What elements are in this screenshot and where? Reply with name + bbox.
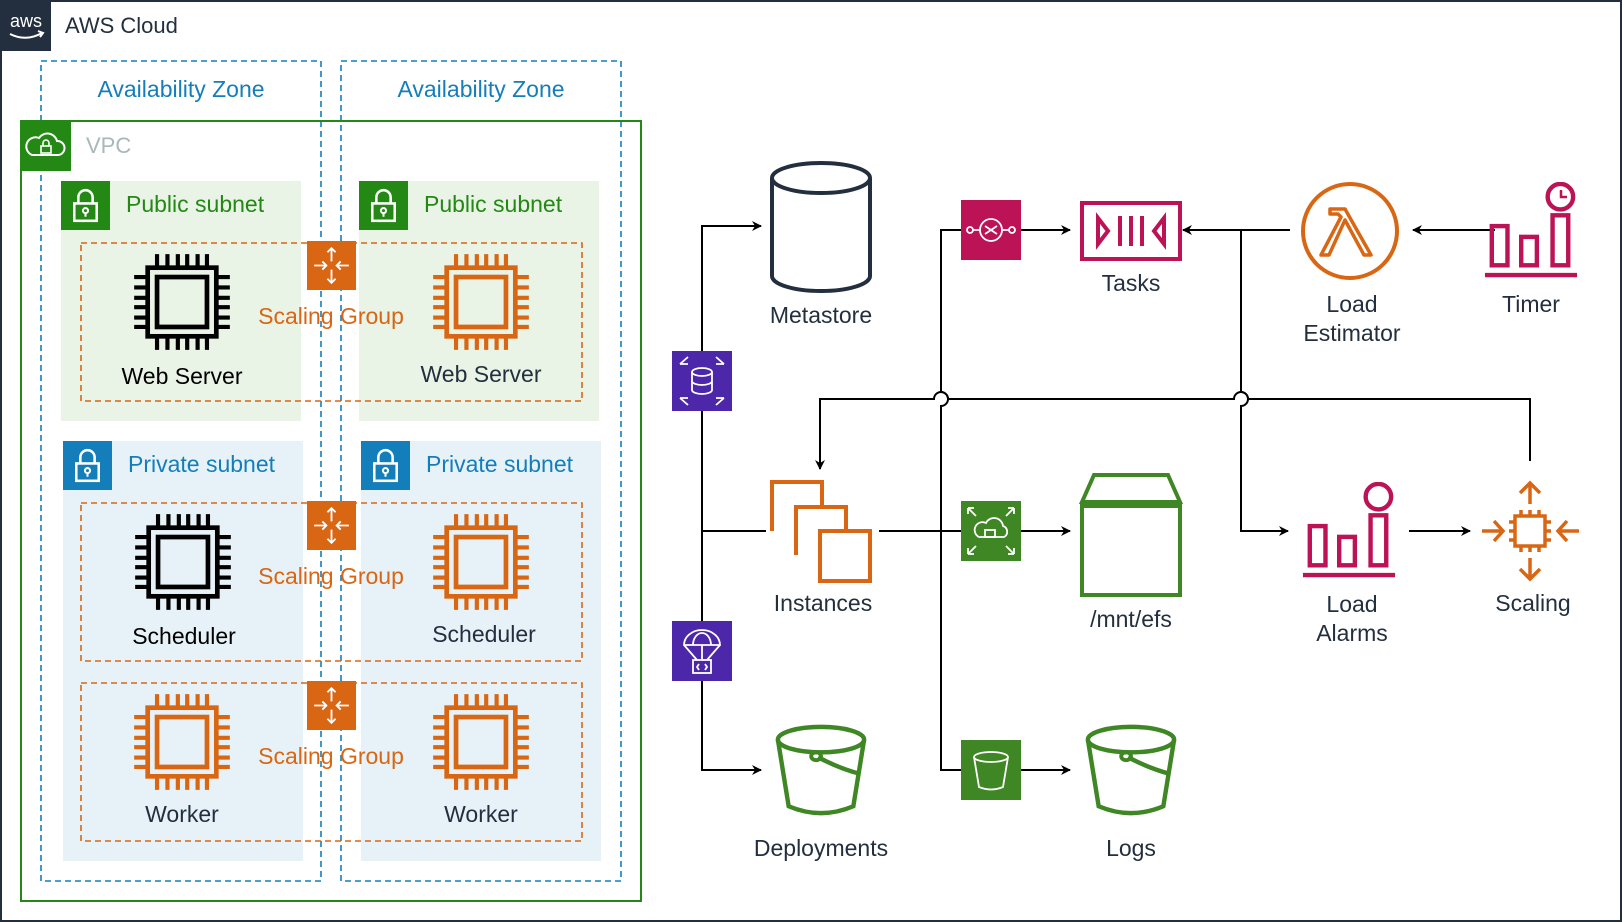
availability-zone-left xyxy=(40,60,322,882)
efs-volume-icon xyxy=(1078,473,1184,597)
availability-zone-right xyxy=(340,60,622,882)
padlock-icon xyxy=(359,181,408,230)
private-subnet-right xyxy=(361,441,601,861)
logs: Logs xyxy=(1088,727,1174,861)
load-alarms-label-line1: Load xyxy=(1326,591,1377,617)
padlock-icon xyxy=(63,441,112,490)
load-estimator: Load Estimator xyxy=(1301,182,1401,346)
web-server-left: Web Server xyxy=(121,254,243,389)
load-alarms: Load Alarms xyxy=(1303,484,1395,646)
scaling: Scaling xyxy=(1482,480,1579,616)
clock-hands xyxy=(1559,190,1567,199)
rds-icon xyxy=(672,351,732,411)
load-estimator-label-line1: Load xyxy=(1326,291,1377,317)
scheduler-left-label: Scheduler xyxy=(132,623,236,649)
availability-zone-left-label: Availability Zone xyxy=(97,76,264,102)
aws-logo-text: aws xyxy=(10,11,42,31)
tasks-label: Tasks xyxy=(1102,270,1161,296)
deployments: Deployments xyxy=(754,727,888,861)
auto-scaling-group-icon xyxy=(307,681,356,730)
auto-scaling-group-icon xyxy=(307,501,356,550)
tasks: Tasks xyxy=(1080,201,1182,296)
private-subnet-right-label: Private subnet xyxy=(426,451,574,477)
scheduler-left: Scheduler xyxy=(132,514,236,649)
metastore: Metastore xyxy=(770,161,872,328)
private-subnet-left-header: Private subnet xyxy=(63,441,276,490)
instances-to-deployments-arrow xyxy=(701,531,762,775)
deployments-label: Deployments xyxy=(754,835,888,861)
efs-volume: /mnt/efs xyxy=(1078,473,1184,632)
lambda-icon xyxy=(1301,182,1399,280)
ec2-instances-icon xyxy=(770,480,872,583)
load-estimator-label-line2: Estimator xyxy=(1303,320,1400,346)
timer: Timer xyxy=(1485,184,1577,317)
scaling-to-instances-arrow xyxy=(815,391,1531,470)
public-subnet-left-header: Public subnet xyxy=(61,181,265,230)
private-subnet-right-header: Private subnet xyxy=(361,441,574,490)
logs-label: Logs xyxy=(1106,835,1156,861)
public-subnet-right-header: Public subnet xyxy=(359,181,563,230)
scheduler-right-label: Scheduler xyxy=(432,621,536,647)
efs-icon xyxy=(961,501,1021,561)
scaling-group-web-label: Scaling Group xyxy=(258,303,404,329)
aws-cloud-title: AWS Cloud xyxy=(65,13,178,38)
scaling-label: Scaling xyxy=(1495,590,1570,616)
web-server-left-label: Web Server xyxy=(121,363,242,389)
padlock-icon xyxy=(61,181,110,230)
load-alarms-label-line2: Alarms xyxy=(1316,620,1388,646)
padlock-icon xyxy=(361,441,410,490)
s3-icon xyxy=(961,740,1021,800)
auto-scaling-group-icon xyxy=(307,241,356,290)
metastore-label: Metastore xyxy=(770,302,872,328)
codedeploy-icon xyxy=(672,621,732,681)
worker-right: Worker xyxy=(433,694,529,827)
web-server-right-label: Web Server xyxy=(420,361,541,387)
web-server-right: Web Server xyxy=(420,254,542,387)
queue-icon xyxy=(1080,201,1182,261)
scheduler-right: Scheduler xyxy=(432,514,536,647)
instances-label: Instances xyxy=(774,590,872,616)
worker-right-label: Worker xyxy=(444,801,518,827)
scaling-group-worker-label: Scaling Group xyxy=(258,743,404,769)
vpc-cloud-lock-icon xyxy=(21,121,71,171)
aws-logo-icon: aws xyxy=(1,1,51,51)
vpc-label: VPC xyxy=(86,133,131,158)
efs-label: /mnt/efs xyxy=(1090,606,1172,632)
vpc-border xyxy=(20,120,642,902)
scaling-group-scheduler-label: Scaling Group xyxy=(258,563,404,589)
private-subnet-left-label: Private subnet xyxy=(128,451,276,477)
public-subnet-left-label: Public subnet xyxy=(126,191,265,217)
autoscaling-icon xyxy=(1482,480,1579,582)
public-subnet-right-label: Public subnet xyxy=(424,191,563,217)
private-subnet-left xyxy=(63,441,303,861)
instances: Instances xyxy=(770,480,872,616)
worker-left-label: Worker xyxy=(145,801,219,827)
sqs-icon xyxy=(961,200,1021,260)
availability-zone-right-label: Availability Zone xyxy=(397,76,564,102)
worker-left: Worker xyxy=(134,694,230,827)
vpc-group: VPC xyxy=(20,120,642,902)
database-cylinder-icon xyxy=(770,161,872,293)
timer-label: Timer xyxy=(1502,291,1560,317)
